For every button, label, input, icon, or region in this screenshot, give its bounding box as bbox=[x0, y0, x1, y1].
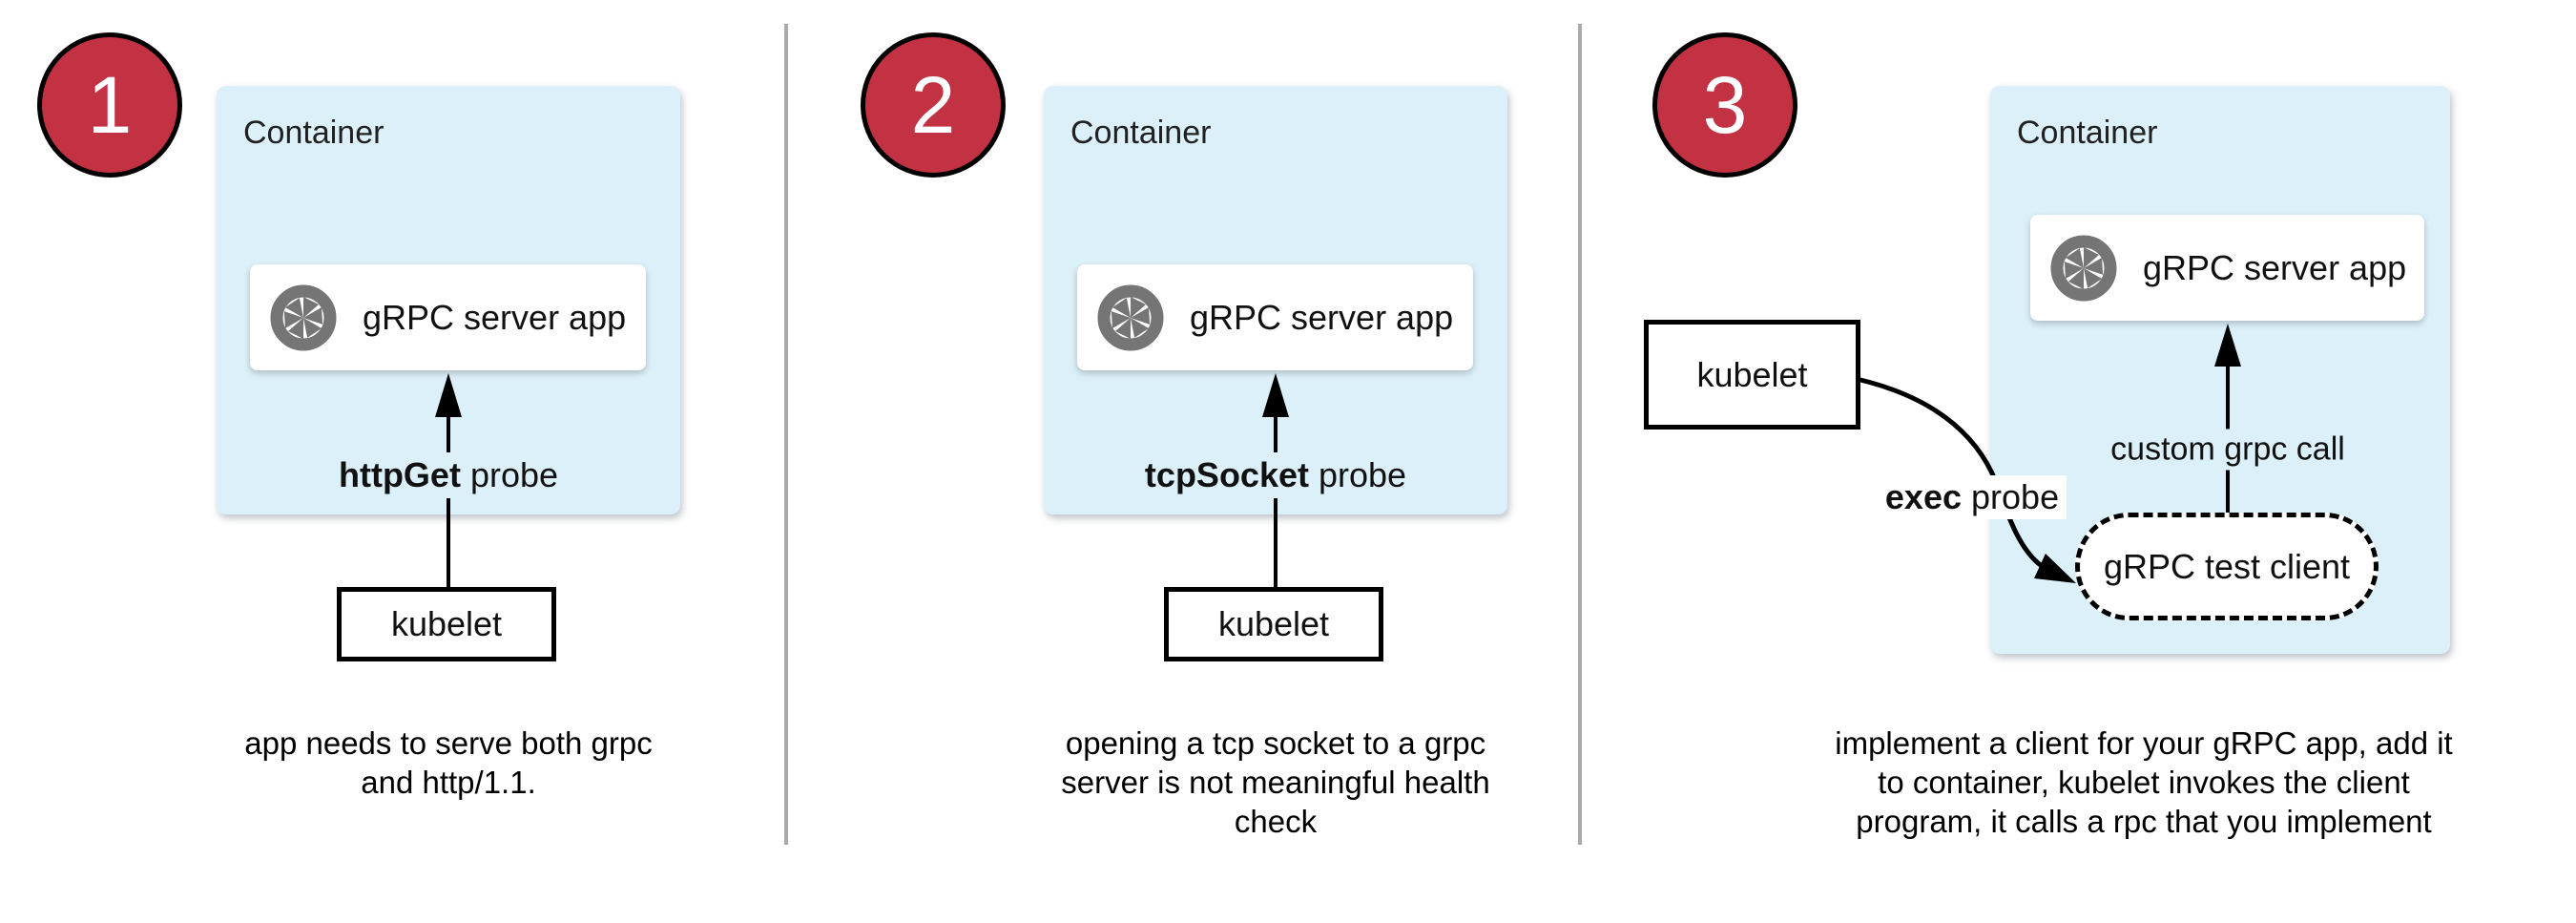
caption-line: program, it calls a rpc that you impleme… bbox=[1856, 804, 2432, 839]
grpc-server-app-label: gRPC server app bbox=[2143, 247, 2407, 287]
grpc-test-client-label: gRPC test client bbox=[2103, 546, 2351, 586]
step-number: 2 bbox=[910, 59, 956, 150]
probe-arrow-head-2 bbox=[1262, 373, 1289, 417]
kubelet-label: kubelet bbox=[390, 604, 503, 643]
step-number: 3 bbox=[1702, 59, 1748, 150]
kubelet-label: kubelet bbox=[1696, 354, 1808, 394]
panel-divider-2 bbox=[1578, 24, 1582, 845]
probe-type: tcpSocket bbox=[1144, 455, 1309, 494]
grpc-server-app-box-2: gRPC server app bbox=[1077, 264, 1473, 370]
probe-word: probe bbox=[460, 455, 559, 494]
custom-call-arrow-head bbox=[2214, 324, 2241, 367]
caption-2: opening a tcp socket to a grpc server is… bbox=[1037, 724, 1514, 841]
grpc-server-app-box-3: gRPC server app bbox=[2030, 215, 2424, 321]
step-badge-1: 1 bbox=[37, 32, 182, 178]
probe-type: httpGet bbox=[338, 455, 461, 494]
grpc-server-app-label: gRPC server app bbox=[1190, 297, 1454, 337]
caption-line: opening a tcp socket to a grpc bbox=[1065, 725, 1486, 761]
container-label: Container bbox=[1070, 115, 1212, 151]
caption-line: and http/1.1. bbox=[361, 765, 536, 800]
container-label: Container bbox=[2017, 115, 2158, 151]
exec-probe-arrow-curve bbox=[1858, 377, 2045, 569]
grpc-test-client-box: gRPC test client bbox=[2075, 513, 2379, 620]
grpc-server-app-box-1: gRPC server app bbox=[250, 264, 646, 370]
probe-word: probe bbox=[1308, 455, 1407, 494]
caption-line: server is not meaningful health bbox=[1061, 765, 1490, 800]
exec-probe-label: exec probe bbox=[1877, 475, 2067, 519]
probe-word: probe bbox=[1962, 477, 2060, 516]
caption-line: to container, kubelet invokes the client bbox=[1878, 765, 2410, 800]
kubelet-box-3: kubelet bbox=[1644, 320, 1860, 430]
probe-label-2: tcpSocket probe bbox=[1134, 452, 1417, 498]
probe-label-1: httpGet probe bbox=[328, 452, 569, 498]
caption-line: app needs to serve both grpc bbox=[244, 725, 653, 761]
kubelet-box-1: kubelet bbox=[337, 587, 556, 661]
kubelet-label: kubelet bbox=[1217, 604, 1330, 643]
container-label: Container bbox=[243, 115, 384, 151]
aperture-icon bbox=[2049, 234, 2118, 303]
caption-line: implement a client for your gRPC app, ad… bbox=[1835, 725, 2453, 761]
custom-grpc-call-label: custom grpc call bbox=[2103, 429, 2353, 471]
probe-type: exec bbox=[1884, 477, 1963, 516]
exec-probe-arrow-head bbox=[2034, 554, 2076, 583]
step-badge-2: 2 bbox=[861, 32, 1006, 178]
step-number: 1 bbox=[87, 59, 133, 150]
panel-divider-1 bbox=[784, 24, 788, 845]
aperture-icon bbox=[1096, 283, 1165, 352]
caption-1: app needs to serve both grpc and http/1.… bbox=[210, 724, 687, 802]
probe-arrow-head-1 bbox=[435, 373, 462, 417]
step-badge-3: 3 bbox=[1652, 32, 1797, 178]
aperture-icon bbox=[269, 283, 338, 352]
kubelet-box-2: kubelet bbox=[1164, 587, 1383, 661]
caption-line: check bbox=[1234, 804, 1318, 839]
caption-3: implement a client for your gRPC app, ad… bbox=[1810, 724, 2478, 841]
grpc-server-app-label: gRPC server app bbox=[363, 297, 627, 337]
